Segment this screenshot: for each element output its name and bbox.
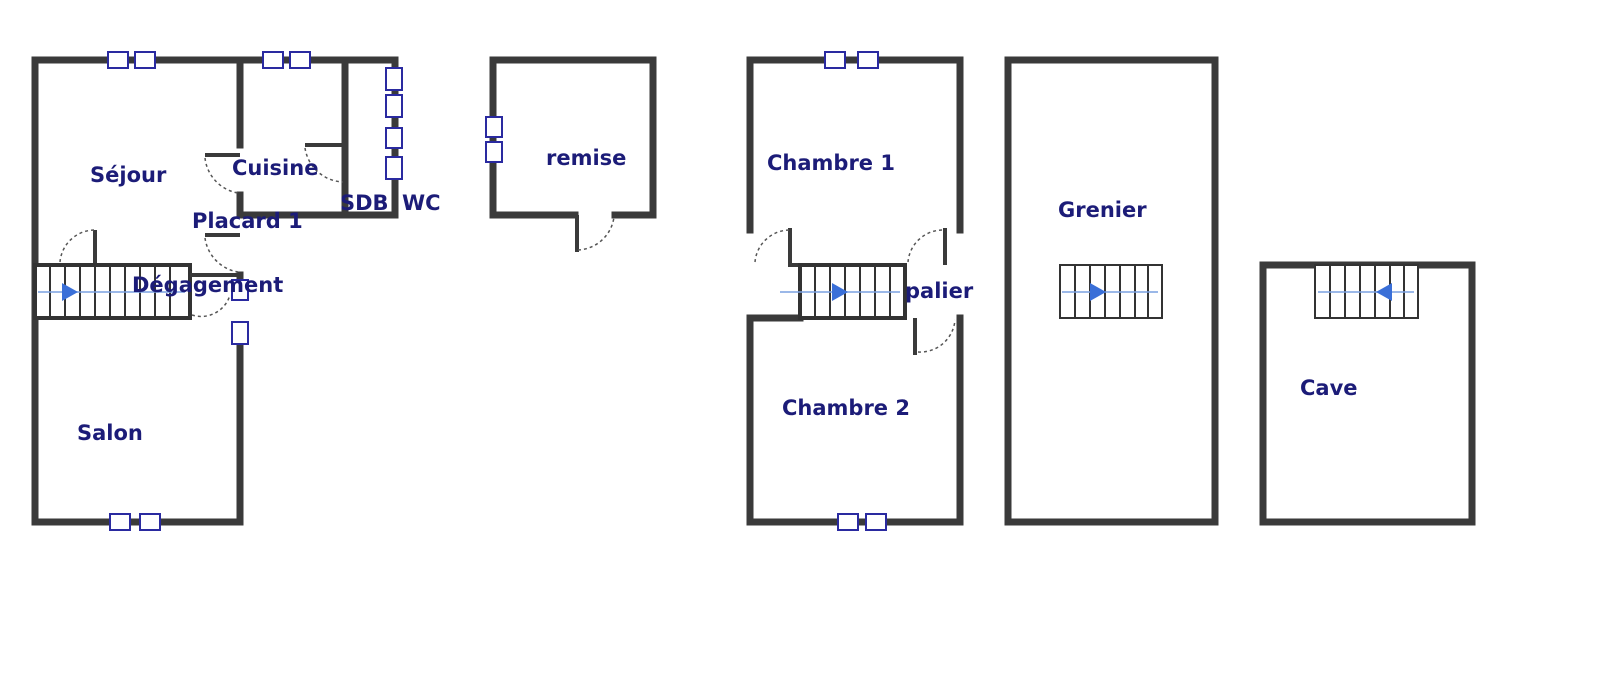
stair-arrow-icon <box>832 283 848 301</box>
room-label-degagement: Dégagement <box>132 273 283 297</box>
room-label-sejour: Séjour <box>90 163 167 187</box>
room-label-sdb: SDB <box>340 191 389 215</box>
room-label-chambre1: Chambre 1 <box>767 151 895 175</box>
stair-arrow-icon <box>1376 283 1392 301</box>
room-label-placard: Placard 1 <box>192 209 303 233</box>
room-label-grenier: Grenier <box>1058 198 1147 222</box>
room-label-palier: palier <box>905 279 974 303</box>
room-label-chambre2: Chambre 2 <box>782 396 910 420</box>
stair-arrow-icon <box>1090 283 1106 301</box>
staircase-ground <box>33 263 192 320</box>
upper-floor: Chambre 1 palier Chambre 2 <box>746 51 974 531</box>
room-label-wc: WC <box>402 191 441 215</box>
room-label-remise: remise <box>546 146 626 170</box>
remise-building: remise <box>485 56 657 252</box>
cave-building: Cave <box>1259 261 1476 526</box>
room-label-cave: Cave <box>1300 376 1358 400</box>
grenier-building: Grenier <box>1004 56 1219 526</box>
ground-floor: Séjour Cuisine SDB WC Placard 1 Dégageme… <box>31 51 441 531</box>
room-label-salon: Salon <box>77 421 143 445</box>
stair-arrow-icon <box>62 283 78 301</box>
room-label-cuisine: Cuisine <box>232 156 318 180</box>
